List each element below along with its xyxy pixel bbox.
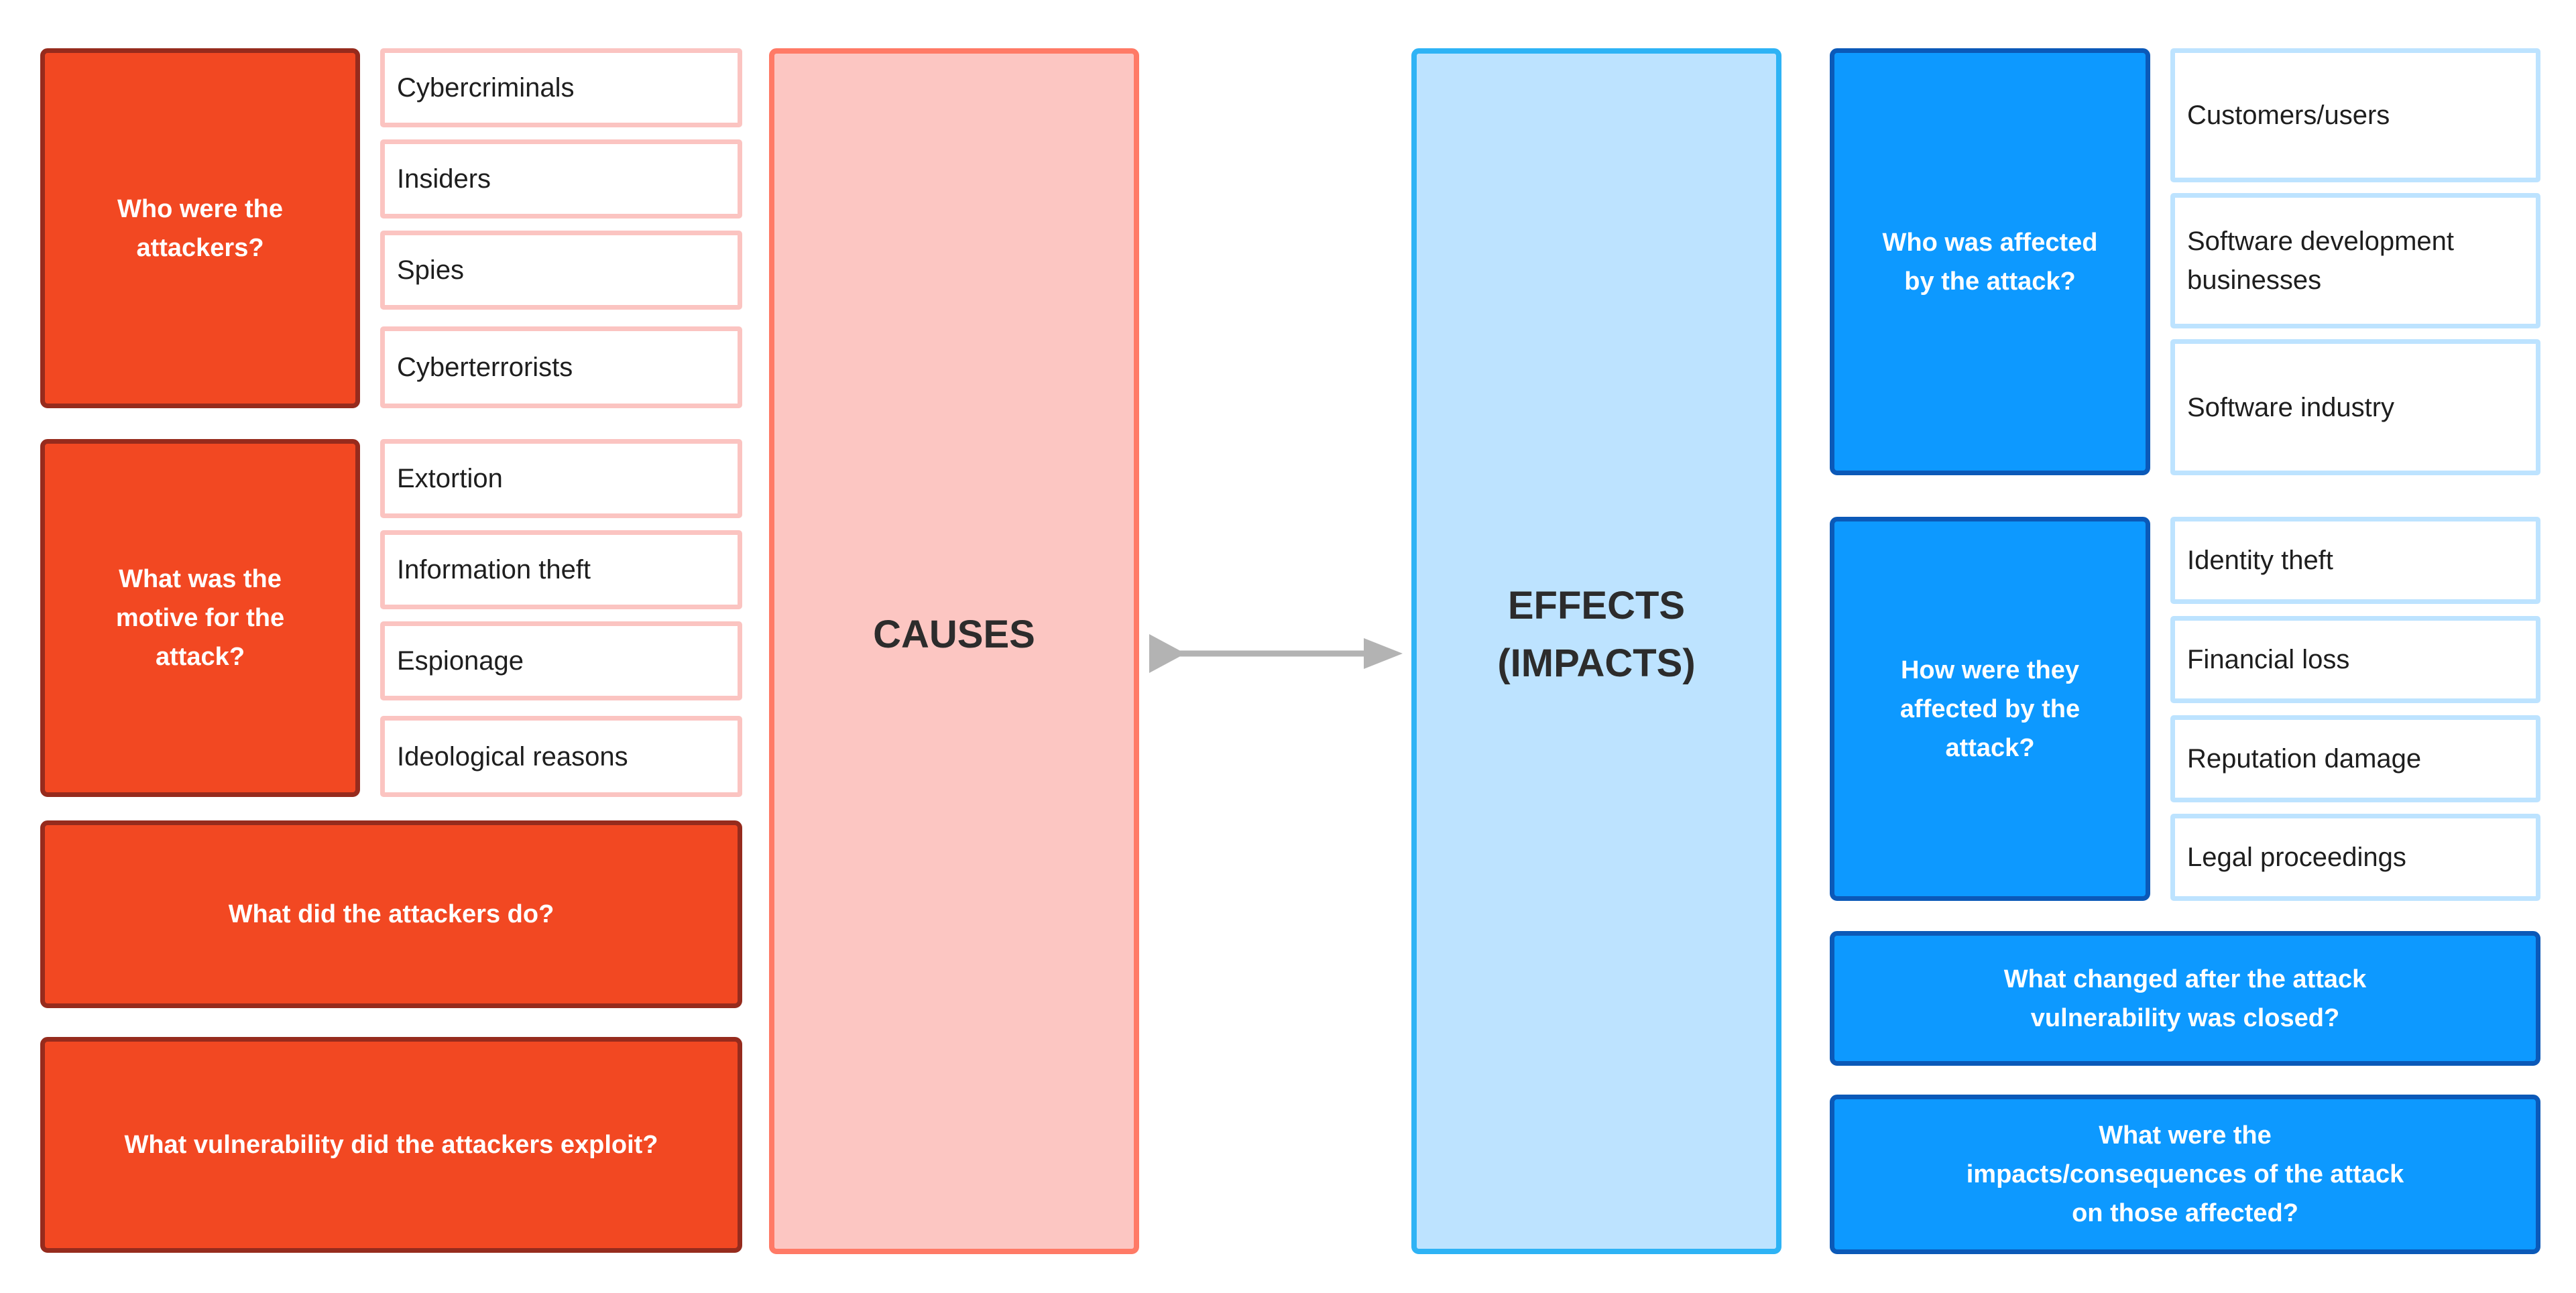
question-who-attackers-text: Who were the attackers? (117, 194, 284, 262)
question-what-changed-text: What changed after the attack vulnerabil… (2003, 965, 2367, 1032)
answer-customers-users-text: Customers/users (2187, 101, 2390, 130)
answer-ideological-reasons-text: Ideological reasons (397, 741, 628, 772)
effects-box: EFFECTS (IMPACTS) (1411, 48, 1781, 1254)
effects-label-line2: (IMPACTS) (1497, 641, 1696, 685)
answer-ideological-reasons: Ideological reasons (380, 716, 742, 797)
answer-identity-theft: Identity theft (2170, 517, 2540, 604)
answer-information-theft-text: Information theft (397, 555, 591, 584)
answer-cybercriminals: Cybercriminals (380, 48, 742, 127)
answer-legal-proceedings-text: Legal proceedings (2187, 843, 2406, 872)
question-vulnerability-exploited-text: What vulnerability did the attackers exp… (124, 1131, 658, 1159)
causes-box: CAUSES (769, 48, 1139, 1254)
question-what-changed: What changed after the attack vulnerabil… (1830, 931, 2540, 1066)
answer-espionage: Espionage (380, 621, 742, 700)
answer-cyberterrorists: Cyberterrorists (380, 326, 742, 408)
question-who-affected: Who was affected by the attack? (1830, 48, 2150, 475)
answer-cyberterrorists-text: Cyberterrorists (397, 353, 573, 382)
question-motive: What was the motive for the attack? (40, 439, 360, 797)
question-who-attackers: Who were the attackers? (40, 48, 360, 408)
answer-spies-text: Spies (397, 255, 465, 285)
effects-label: EFFECTS (IMPACTS) (1417, 577, 1776, 692)
question-how-affected: How were they affected by the attack? (1830, 517, 2150, 901)
question-who-affected-text: Who was affected by the attack? (1882, 228, 2098, 296)
answer-legal-proceedings: Legal proceedings (2170, 814, 2540, 901)
answer-cybercriminals-text: Cybercriminals (397, 73, 575, 103)
answer-software-dev-businesses-text: Software development businesses (2187, 227, 2455, 295)
answer-information-theft: Information theft (380, 530, 742, 609)
question-how-affected-text: How were they affected by the attack? (1899, 656, 2081, 762)
answer-extortion-text: Extortion (397, 464, 503, 493)
causes-to-effects-arrow (1149, 634, 1403, 673)
answer-insiders-text: Insiders (397, 164, 491, 194)
question-impacts-consequences-text: What were the impacts/consequences of th… (1966, 1121, 2404, 1227)
answer-extortion: Extortion (380, 439, 742, 518)
answer-spies: Spies (380, 231, 742, 310)
effects-label-line1: EFFECTS (1507, 583, 1686, 627)
answer-financial-loss-text: Financial loss (2187, 645, 2350, 674)
answer-espionage-text: Espionage (397, 646, 524, 676)
question-motive-text: What was the motive for the attack? (115, 565, 285, 671)
answer-software-industry-text: Software industry (2187, 392, 2395, 422)
question-what-attackers-did: What did the attackers do? (40, 820, 742, 1008)
causes-label: CAUSES (873, 612, 1035, 656)
arrow-head (1364, 638, 1403, 669)
answer-customers-users: Customers/users (2170, 48, 2540, 182)
answer-software-industry: Software industry (2170, 339, 2540, 475)
answer-reputation-damage: Reputation damage (2170, 715, 2540, 802)
question-what-attackers-did-text: What did the attackers do? (228, 900, 554, 928)
answer-insiders: Insiders (380, 139, 742, 219)
question-vulnerability-exploited: What vulnerability did the attackers exp… (40, 1037, 742, 1253)
answer-identity-theft-text: Identity theft (2187, 546, 2333, 575)
answer-financial-loss: Financial loss (2170, 616, 2540, 703)
answer-reputation-damage-text: Reputation damage (2187, 744, 2422, 774)
answer-software-dev-businesses: Software development businesses (2170, 193, 2540, 328)
question-impacts-consequences: What were the impacts/consequences of th… (1830, 1095, 2540, 1254)
